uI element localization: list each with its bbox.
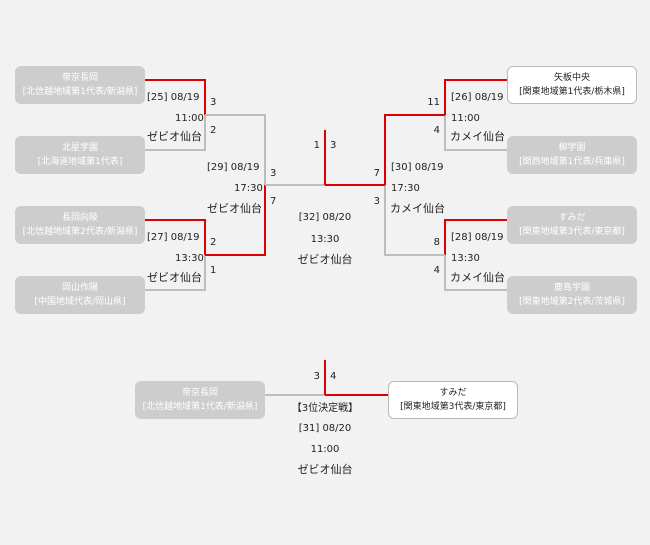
m32-label: [32] 08/20 xyxy=(298,212,352,223)
team-name: 柳学園 xyxy=(558,143,586,153)
team-region: [関東地域第3代表/東京都] xyxy=(400,402,506,412)
team-region: [中国地域代表/岡山県] xyxy=(34,297,126,307)
team-name: 北星学園 xyxy=(61,143,98,153)
team-third-left[interactable]: 帝京長岡 [北信越地域第1代表/新潟県] xyxy=(135,381,265,419)
m32-venue: ゼビオ仙台 xyxy=(297,253,353,266)
m27-score-top: 2 xyxy=(210,237,217,248)
m30-score-top: 7 xyxy=(373,168,380,179)
m29-bottom-line xyxy=(205,185,266,256)
m30-top-line xyxy=(384,114,445,185)
m30-score-bottom: 3 xyxy=(373,196,380,207)
team-region: [関東地域第2代表/茨城県] xyxy=(519,297,625,307)
m29-score-bottom: 7 xyxy=(270,196,277,207)
team-name: すみだ xyxy=(439,388,467,398)
team-region: [北信越地域第1代表/新潟県] xyxy=(22,87,138,97)
m31-label: [31] 08/20 xyxy=(298,423,352,434)
m31-score-left: 3 xyxy=(313,371,320,382)
m28-venue: カメイ仙台 xyxy=(450,271,505,284)
m26-time: 11:00 xyxy=(451,113,480,124)
m26-score-top: 11 xyxy=(427,97,440,108)
team-region: [関東地域第3代表/東京都] xyxy=(519,227,625,237)
m32-time: 13:30 xyxy=(310,234,340,245)
m31-time: 11:00 xyxy=(310,444,340,455)
team-name: すみだ xyxy=(558,213,586,223)
m30-time: 17:30 xyxy=(391,183,420,194)
m29-label: [29] 08/19 xyxy=(207,162,260,173)
m27-time: 13:30 xyxy=(175,253,204,264)
team-teikyo-nagaoka[interactable]: 帝京長岡 [北信越地域第1代表/新潟県] xyxy=(15,66,145,104)
m30-venue: カメイ仙台 xyxy=(390,202,445,215)
m31-venue: ゼビオ仙台 xyxy=(297,463,353,476)
m26-label: [26] 08/19 xyxy=(451,92,504,103)
m29-top-line xyxy=(205,114,266,185)
m27-label: [27] 08/19 xyxy=(147,232,200,243)
team-name: 矢板中央 xyxy=(553,73,590,83)
m28-score-top: 8 xyxy=(433,237,440,248)
m29-venue: ゼビオ仙台 xyxy=(207,202,262,215)
team-region: [北海道地域第1代表] xyxy=(37,157,123,167)
m31-score-right: 4 xyxy=(330,371,337,382)
m27-top-line xyxy=(145,219,206,255)
m25-bottom-line xyxy=(145,115,206,151)
m29-score-top: 3 xyxy=(270,168,277,179)
m25-venue: ゼビオ仙台 xyxy=(147,130,202,143)
m27-score-bottom: 1 xyxy=(210,265,217,276)
m26-top-line xyxy=(444,79,507,115)
m26-venue: カメイ仙台 xyxy=(450,130,505,143)
m26-bottom-line xyxy=(444,115,507,151)
team-region: [関東地域第1代表/栃木県] xyxy=(519,87,625,97)
team-name: 帝京長岡 xyxy=(181,388,218,398)
team-okayama-sakuyo[interactable]: 岡山作陽 [中国地域代表/岡山県] xyxy=(15,276,145,314)
team-name: 鹿島学園 xyxy=(553,283,590,293)
m28-bottom-line xyxy=(444,255,507,291)
team-nagaoka-kouryo[interactable]: 長岡向陵 [北信越地域第2代表/新潟県] xyxy=(15,206,145,244)
m30-label: [30] 08/19 xyxy=(391,162,444,173)
m28-label: [28] 08/19 xyxy=(451,232,504,243)
m28-top-line xyxy=(444,219,507,255)
team-ryugakuen[interactable]: 柳学園 [関西地域第1代表/兵庫県] xyxy=(507,136,637,174)
team-region: [関西地域第1代表/兵庫県] xyxy=(519,157,625,167)
team-region: [北信越地域第1代表/新潟県] xyxy=(142,402,258,412)
m25-score-bottom: 2 xyxy=(210,125,217,136)
team-name: 岡山作陽 xyxy=(61,283,98,293)
m27-venue: ゼビオ仙台 xyxy=(147,271,202,284)
m25-top-line xyxy=(145,79,206,115)
m26-score-bottom: 4 xyxy=(433,125,440,136)
team-sumida[interactable]: すみだ [関東地域第3代表/東京都] xyxy=(507,206,637,244)
team-region: [北信越地域第2代表/新潟県] xyxy=(22,227,138,237)
m25-time: 11:00 xyxy=(175,113,204,124)
m28-time: 13:30 xyxy=(451,253,480,264)
m25-score-top: 3 xyxy=(210,97,217,108)
team-hokusei[interactable]: 北星学園 [北海道地域第1代表] xyxy=(15,136,145,174)
m27-bottom-line xyxy=(145,255,206,291)
m29-time: 17:30 xyxy=(234,183,263,194)
m32-score-right: 3 xyxy=(330,140,337,151)
team-kashima-gakuen[interactable]: 鹿島学園 [関東地域第2代表/茨城県] xyxy=(507,276,637,314)
m32-score-left: 1 xyxy=(313,140,320,151)
team-third-right[interactable]: すみだ [関東地域第3代表/東京都] xyxy=(388,381,518,419)
m31-title: 【3位決定戦】 xyxy=(291,403,359,414)
m28-score-bottom: 4 xyxy=(433,265,440,276)
team-name: 長岡向陵 xyxy=(61,213,98,223)
team-name: 帝京長岡 xyxy=(61,73,98,83)
m30-bottom-line xyxy=(384,185,445,256)
team-yaita-chuo[interactable]: 矢板中央 [関東地域第1代表/栃木県] xyxy=(507,66,637,104)
m25-label: [25] 08/19 xyxy=(147,92,200,103)
